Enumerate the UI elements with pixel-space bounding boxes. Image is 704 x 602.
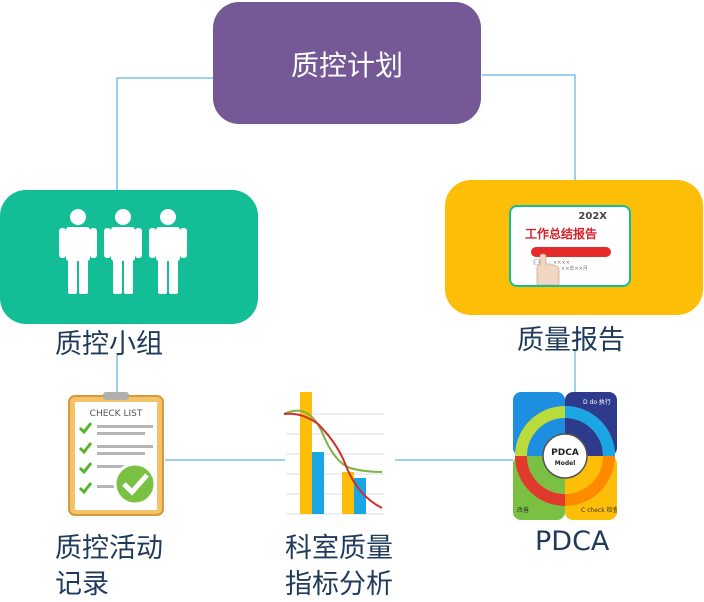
quality-group-box bbox=[0, 190, 258, 324]
checklist-icon: CHECK LIST bbox=[68, 392, 164, 516]
quality-report-box: 202X 工作总结报告 汇报人：×××× ××年××月 bbox=[445, 180, 703, 315]
checklist-label-line1: 质控活动 bbox=[55, 533, 163, 564]
bar-chart-icon bbox=[283, 392, 384, 515]
quality-report-label: 质量报告 bbox=[517, 325, 625, 356]
connector-title-to-report bbox=[482, 74, 576, 180]
connector-title-to-group bbox=[116, 77, 215, 190]
pdca-act-text: 改善 bbox=[517, 506, 529, 514]
three-people-icon bbox=[59, 209, 187, 294]
pdca-label: PDCA bbox=[535, 526, 610, 557]
pdca-do-text: D do 执行 bbox=[583, 398, 611, 406]
person-icon bbox=[149, 209, 187, 294]
hand-icon bbox=[536, 253, 560, 285]
pdca-center-line1: PDCA bbox=[551, 448, 579, 458]
report-thumbnail: 202X 工作总结报告 汇报人：×××× ××年××月 bbox=[509, 205, 631, 287]
report-title: 工作总结报告 bbox=[525, 227, 598, 241]
pdca-check-text: C check 检查 bbox=[581, 506, 617, 514]
title-text: 质控计划 bbox=[290, 49, 403, 82]
title-box: 质控计划 bbox=[213, 2, 481, 124]
report-line-1: 汇报人：×××× bbox=[533, 260, 570, 266]
checklist-heading: CHECK LIST bbox=[90, 409, 143, 419]
analysis-label-line1: 科室质量 bbox=[285, 533, 393, 564]
analysis-label-line2: 指标分析 bbox=[285, 569, 393, 600]
report-line-2: ××年××月 bbox=[561, 266, 588, 272]
person-icon bbox=[59, 209, 97, 294]
person-icon bbox=[104, 209, 142, 294]
pdca-cycle-icon: PDCA Model D do 执行 C check 检查 改善 bbox=[513, 392, 617, 520]
report-year: 202X bbox=[578, 211, 607, 222]
report-red-bar bbox=[531, 247, 611, 257]
checklist-label-line2: 记录 bbox=[55, 569, 109, 600]
pdca-center-line2: Model bbox=[555, 460, 576, 467]
quality-group-label: 质控小组 bbox=[55, 329, 163, 360]
